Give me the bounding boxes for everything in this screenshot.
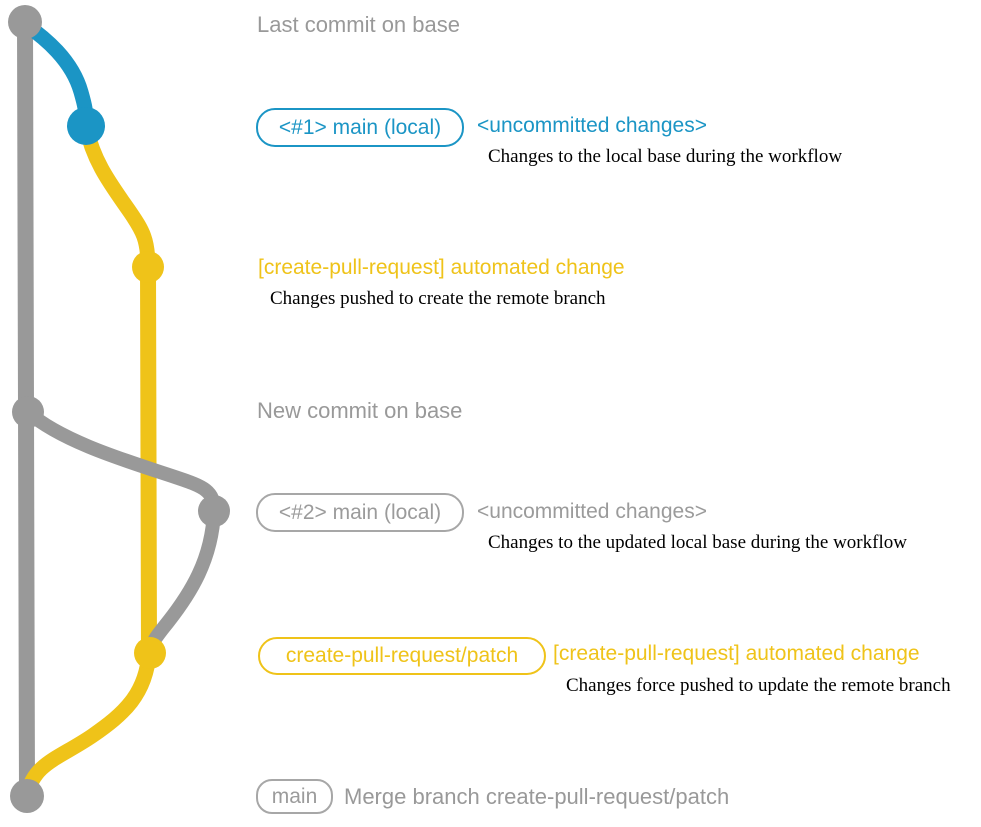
branch-badge-main-local-1: <#1> main (local) (256, 108, 464, 147)
local-main-2-rebase-curve (143, 504, 221, 660)
uncommitted-changes-2-description: Changes to the updated local base during… (488, 532, 907, 553)
commit-dot-local-main-2 (198, 495, 230, 527)
commit-dot-merge (10, 779, 44, 813)
remote-branch-curve-1 (78, 118, 156, 275)
uncommitted-changes-2-title: <uncommitted changes> (477, 500, 707, 523)
automated-change-1-description: Changes pushed to create the remote bran… (270, 288, 606, 309)
branch-badge-main: main (256, 779, 333, 814)
commit-dot-remote-branch-2 (134, 637, 166, 669)
uncommitted-changes-1-description: Changes to the local base during the wor… (488, 146, 843, 167)
commit-dot-last-commit-on-base (8, 5, 42, 39)
branch-badge-main-local-1-label: <#1> main (local) (278, 115, 442, 139)
remote-branch-merge-curve (19, 645, 157, 803)
branch-badge-main-local-2: <#2> main (local) (256, 493, 464, 532)
branch-badge-create-pull-request-patch: create-pull-request/patch (258, 637, 546, 675)
local-main-2-branch-curve (21, 405, 221, 518)
automated-change-2-description: Changes force pushed to update the remot… (566, 675, 951, 696)
commit-dot-remote-branch-1 (132, 251, 164, 283)
branch-badge-main-label: main (271, 784, 318, 808)
merge-commit-message: Merge branch create-pull-request/patch (344, 784, 730, 809)
automated-change-1-title: [create-pull-request] automated change (258, 256, 625, 279)
last-commit-on-base-title: Last commit on base (257, 12, 460, 37)
remote-branch-line (140, 259, 157, 661)
uncommitted-changes-1-title: <uncommitted changes> (477, 114, 707, 137)
branch-badge-create-pull-request-patch-label: create-pull-request/patch (285, 644, 519, 667)
new-commit-on-base-title: New commit on base (257, 398, 463, 423)
branch-badge-main-local-2-label: <#2> main (local) (278, 500, 442, 524)
commit-dot-local-main-1 (67, 107, 105, 145)
commit-dot-new-commit-on-base (12, 396, 44, 428)
automated-change-2-title: [create-pull-request] automated change (553, 642, 920, 665)
